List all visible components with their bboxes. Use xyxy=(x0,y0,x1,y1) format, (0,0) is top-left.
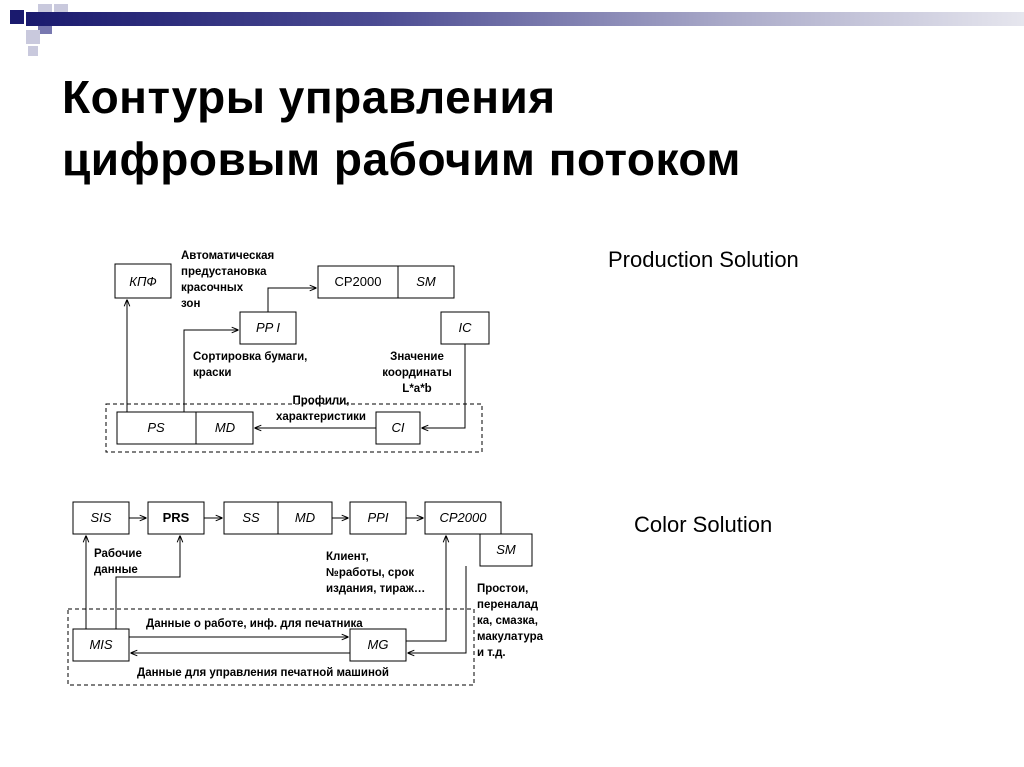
label-ss: SS xyxy=(242,510,260,525)
box-mis xyxy=(72,628,130,662)
color-loop-boundary xyxy=(67,608,475,686)
arrow-ic-to-ci xyxy=(422,344,466,428)
note-client-1: Клиент, xyxy=(326,551,369,563)
box-mg xyxy=(349,628,407,662)
note-job-data: Данные о работе, инф. для печатника xyxy=(146,618,363,630)
label-sis: SIS xyxy=(91,510,112,525)
note-paper-sort-1: Сортировка бумаги, xyxy=(193,351,307,363)
note-auto-preset-4: зон xyxy=(181,298,200,310)
note-work-data-2: данные xyxy=(94,564,138,576)
note-downtime-1: Простои, xyxy=(477,583,528,595)
label-kpf: КПФ xyxy=(129,274,156,289)
box-ic xyxy=(440,311,490,345)
label-cp2000-2: CP2000 xyxy=(440,510,488,525)
label-mg: MG xyxy=(368,637,389,652)
label-md: MD xyxy=(215,420,235,435)
note-downtime-5: и т.д. xyxy=(477,647,506,659)
label-cp2000: CP2000 xyxy=(335,274,382,289)
note-work-data-1: Рабочие xyxy=(94,548,142,560)
box-sm-2 xyxy=(479,533,533,567)
arrow-mis-to-prs xyxy=(115,536,180,629)
slide-title-line-1: Контуры управления xyxy=(62,71,556,123)
label-ps: PS xyxy=(147,420,165,435)
slide-title-line-2: цифровым рабочим потоком xyxy=(62,133,741,185)
label-ic: IC xyxy=(459,320,473,335)
title-bar-decoration xyxy=(26,12,1024,26)
box-ppi-2 xyxy=(349,501,407,535)
box-sis xyxy=(72,501,130,535)
box-prs xyxy=(147,501,205,535)
note-downtime-2: переналад xyxy=(477,599,539,611)
color-solution-label: Color Solution xyxy=(634,512,773,537)
label-mis: MIS xyxy=(89,637,112,652)
color-diagram xyxy=(67,501,533,686)
note-downtime-3: ка, смазка, xyxy=(477,615,538,627)
note-downtime-4: макулатура xyxy=(477,631,544,643)
arrow-ppi-to-cp2000 xyxy=(267,288,316,312)
production-box-labels: КПФ CP2000 SM PP I IC PS MD CI xyxy=(129,274,472,435)
note-paper-sort-2: краски xyxy=(193,367,231,379)
arrow-mg-to-cp2000 xyxy=(406,536,446,642)
note-profiles-2: характеристики xyxy=(276,411,366,423)
note-press-control: Данные для управления печатной машиной xyxy=(137,667,389,679)
label-ci: CI xyxy=(392,420,405,435)
label-md-2: MD xyxy=(295,510,315,525)
box-cp2000-2 xyxy=(424,501,502,535)
production-diagram xyxy=(105,263,490,453)
box-ps-md xyxy=(116,411,254,445)
note-client-3: издания, тираж… xyxy=(326,583,425,595)
production-solution-label: Production Solution xyxy=(608,247,799,272)
label-prs: PRS xyxy=(163,510,190,525)
label-ppi-2: PPI xyxy=(368,510,389,525)
note-client-2: №работы, срок xyxy=(326,567,414,579)
box-kpf xyxy=(114,263,172,299)
note-coord-value-2: координаты xyxy=(382,367,452,379)
color-annotations: Рабочие данные Клиент, №работы, срок изд… xyxy=(94,548,544,679)
box-cp2000-sm xyxy=(317,265,455,299)
note-coord-value-3: L*a*b xyxy=(402,383,431,395)
box-ci xyxy=(375,411,421,445)
note-coord-value-1: Значение xyxy=(390,351,444,363)
note-auto-preset-2: предустановка xyxy=(181,266,267,278)
label-sm-2: SM xyxy=(496,542,516,557)
note-auto-preset-1: Автоматическая xyxy=(181,250,274,262)
note-profiles-1: Профили, xyxy=(292,395,349,407)
arrow-sm-to-mg xyxy=(408,566,467,653)
label-sm: SM xyxy=(416,274,436,289)
label-ppi: PP I xyxy=(256,320,280,335)
color-box-labels: SIS PRS SS MD PPI CP2000 SM MIS MG xyxy=(89,510,515,652)
arrow-ps-to-ppi xyxy=(183,330,238,412)
production-annotations: Автоматическая предустановка красочных з… xyxy=(181,250,452,423)
production-loop-boundary xyxy=(105,403,483,453)
slide-title: Контуры управления цифровым рабочим пото… xyxy=(62,66,741,190)
note-auto-preset-3: красочных xyxy=(181,282,244,294)
